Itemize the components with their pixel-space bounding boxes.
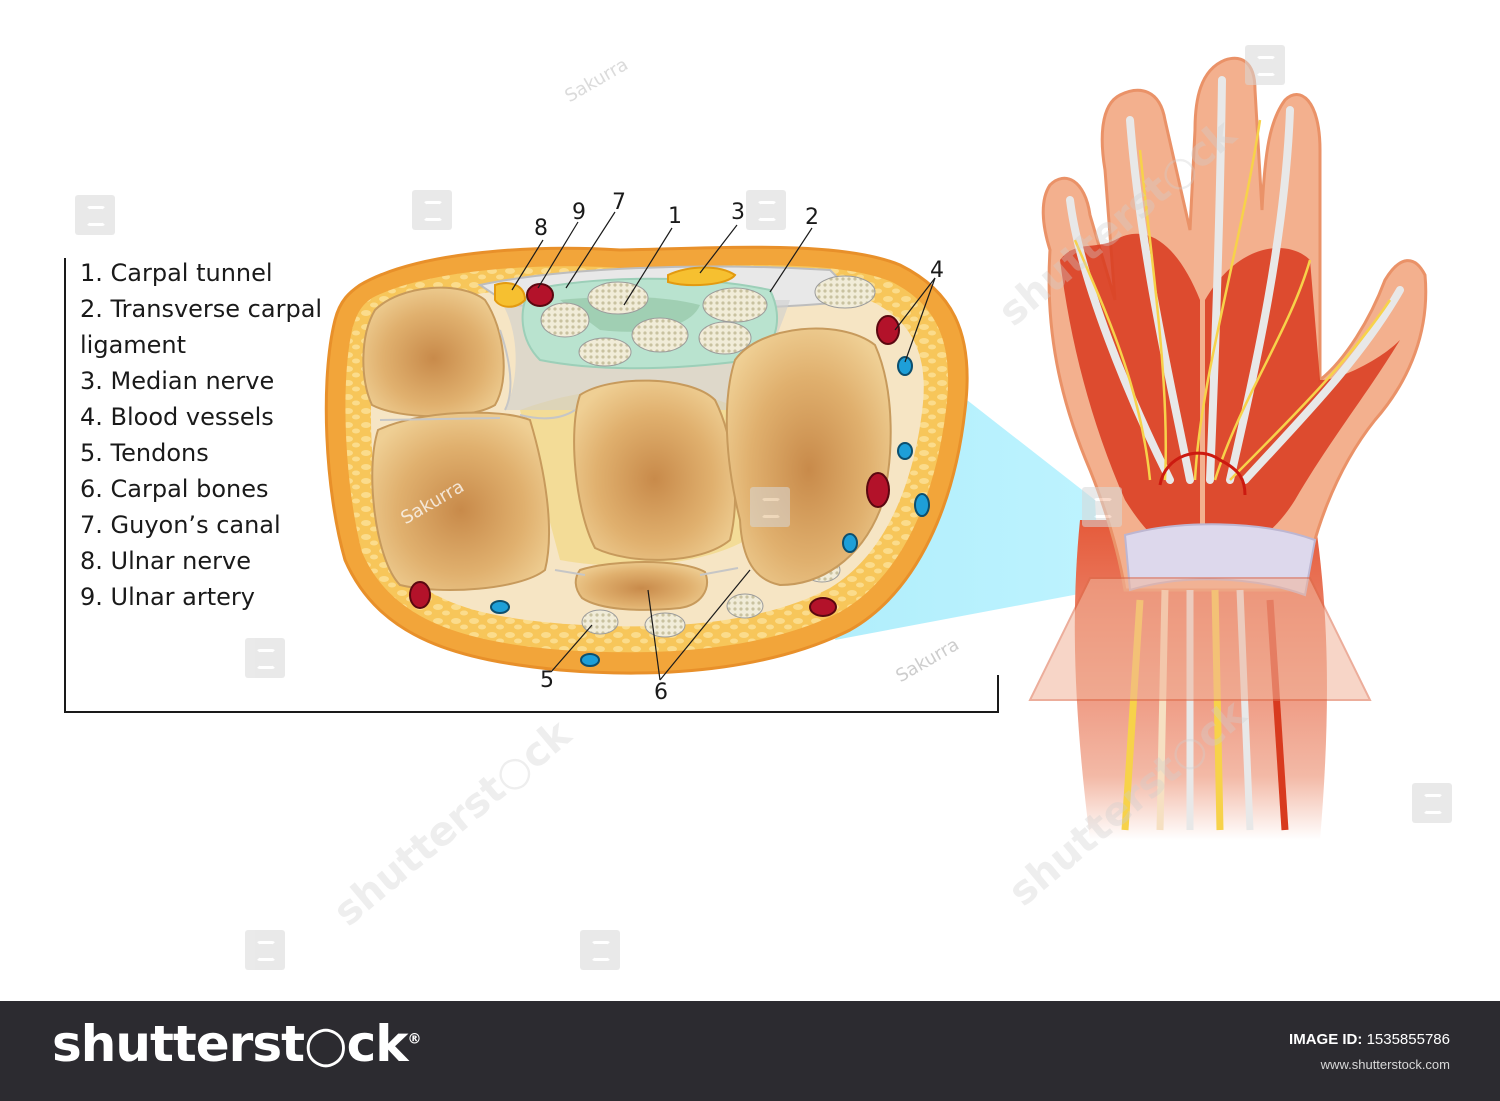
image-id: IMAGE ID: 1535855786 xyxy=(1289,1031,1450,1048)
site-url: www.shutterstock.com xyxy=(1320,1057,1450,1072)
legend-bracket-bottom xyxy=(64,711,999,713)
legend-item-tendons: 5. Tendons xyxy=(80,439,209,467)
hand-illustration xyxy=(1028,56,1428,840)
watermark-icon xyxy=(75,195,115,235)
legend-item-median-nerve: 3. Median nerve xyxy=(80,367,275,395)
legend-item-blood-vessels: 4. Blood vessels xyxy=(80,403,274,431)
legend-item-guyons-canal: 7. Guyon’s canal xyxy=(80,511,281,539)
watermark-icon xyxy=(1245,45,1285,85)
anatomy-illustration xyxy=(324,211,1100,681)
section-plane xyxy=(1028,577,1372,701)
watermark-icon xyxy=(580,930,620,970)
watermark-icon xyxy=(245,638,285,678)
watermark-icon xyxy=(746,190,786,230)
leader-lines xyxy=(511,211,936,681)
image-id-value: 1535855786 xyxy=(1366,1031,1450,1048)
legend-item-carpal-bones: 6. Carpal bones xyxy=(80,475,269,503)
registered-mark: ® xyxy=(407,1031,422,1048)
brand-logo: shutterst○ck® xyxy=(52,1015,422,1073)
legend-item-ulnar-nerve: 8. Ulnar nerve xyxy=(80,547,251,575)
legend-item-transverse-carpal-ligament: 2. Transverse carpal ligament xyxy=(80,295,323,359)
watermark-icon xyxy=(750,487,790,527)
image-id-label: IMAGE ID: xyxy=(1289,1031,1363,1048)
legend-bracket-left xyxy=(64,258,66,713)
legend-bracket-right xyxy=(997,675,999,713)
legend-item-carpal-tunnel: 1. Carpal tunnel xyxy=(80,259,273,287)
legend: 1. Carpal tunnel 2. Transverse carpal li… xyxy=(80,255,350,615)
median-nerve xyxy=(667,266,737,287)
wrist-cross-section xyxy=(324,245,969,675)
footer-bar: shutterst○ck® IMAGE ID: 1535855786 www.s… xyxy=(0,1001,1500,1101)
watermark-icon xyxy=(1412,783,1452,823)
watermark-icon xyxy=(1082,487,1122,527)
brand-logo-text: shutterst○ck xyxy=(52,1015,409,1073)
blood-vessels xyxy=(409,283,930,667)
watermark-icon xyxy=(245,930,285,970)
ulnar-nerve xyxy=(494,282,527,308)
diagram-stage: 8 9 7 1 3 2 4 5 6 1. Carpal tunnel 2. Tr… xyxy=(64,45,1452,970)
watermark-icon xyxy=(412,190,452,230)
legend-item-ulnar-artery: 9. Ulnar artery xyxy=(80,583,255,611)
